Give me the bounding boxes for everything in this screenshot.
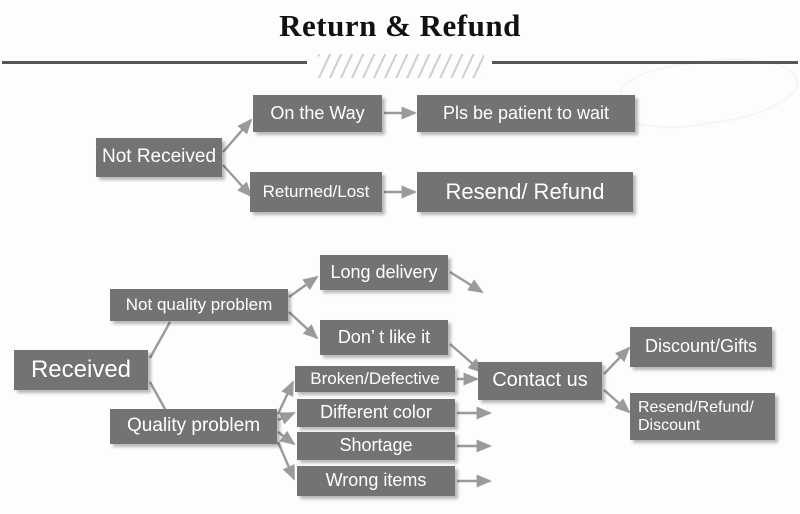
wire-longdelivery-contact bbox=[449, 270, 484, 294]
node-not-received[interactable]: Not Received bbox=[96, 138, 222, 177]
wire-notreceived-returnedlost bbox=[222, 164, 253, 198]
node-received[interactable]: Received bbox=[14, 350, 148, 390]
wire-dontlike-contact bbox=[449, 343, 484, 374]
node-shortage[interactable]: Shortage bbox=[297, 432, 455, 460]
wire-quality-broken bbox=[276, 380, 295, 415]
node-discount-gifts[interactable]: Discount/Gifts bbox=[630, 327, 772, 367]
node-broken-defective[interactable]: Broken/Defective bbox=[295, 366, 455, 392]
node-not-quality-problem[interactable]: Not quality problem bbox=[110, 289, 288, 321]
node-different-color[interactable]: Different color bbox=[297, 399, 455, 427]
wire-notquality-longdelivery bbox=[288, 275, 319, 298]
node-resend-refund[interactable]: Resend/ Refund bbox=[417, 172, 633, 212]
wire-contact-resendrefund bbox=[603, 389, 631, 414]
node-returned-lost[interactable]: Returned/Lost bbox=[250, 172, 382, 212]
wire-quality-shortage bbox=[277, 430, 296, 446]
wire-notreceived-ontheway bbox=[222, 118, 253, 153]
wire-notquality-dontlike bbox=[288, 311, 319, 340]
node-resend-refund-discount[interactable]: Resend/Refund/ Discount bbox=[630, 393, 775, 440]
wire-contact-discountgifts bbox=[603, 346, 631, 375]
node-dont-like-it[interactable]: Don’ t like it bbox=[320, 320, 448, 355]
page-title: Return & Refund bbox=[279, 8, 521, 43]
wire-quality-differentcolor bbox=[277, 411, 296, 425]
node-contact-us[interactable]: Contact us bbox=[478, 362, 602, 400]
node-wrong-items[interactable]: Wrong items bbox=[297, 466, 455, 496]
node-long-delivery[interactable]: Long delivery bbox=[320, 255, 448, 290]
divider-rule-left bbox=[2, 61, 307, 64]
divider-rule-right bbox=[492, 61, 798, 64]
wire-received-notquality bbox=[148, 321, 172, 359]
wire-quality-wrongitems bbox=[276, 441, 296, 481]
divider-hatch-marks bbox=[318, 54, 484, 78]
node-quality-problem[interactable]: Quality problem bbox=[110, 409, 277, 444]
node-pls-be-patient-to-wait[interactable]: Pls be patient to wait bbox=[417, 95, 635, 132]
title-divider bbox=[0, 54, 800, 80]
node-on-the-way[interactable]: On the Way bbox=[253, 95, 382, 132]
